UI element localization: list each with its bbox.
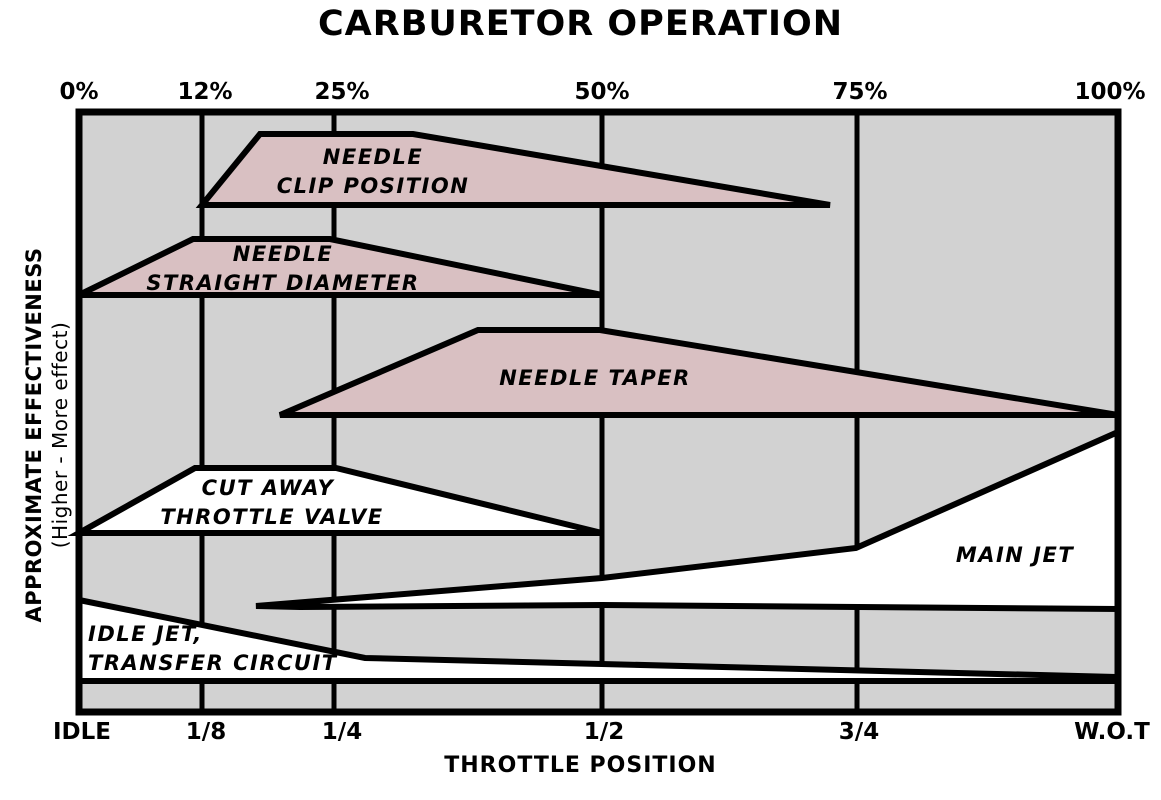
band-label-cut-away-throttle-valve-line2: THROTTLE VALVE [160, 505, 383, 529]
tick-bottom-1-4: 1/4 [321, 719, 363, 745]
tick-top-25: 25% [314, 79, 370, 105]
band-needle-straight-diameter: NEEDLE STRAIGHT DIAMETER [77, 236, 603, 298]
x-axis-title: THROTTLE POSITION [444, 753, 717, 778]
band-label-idle-jet-line1: IDLE JET, [88, 622, 203, 646]
band-cut-away-throttle-valve: CUT AWAY THROTTLE VALVE [67, 465, 603, 536]
band-needle-clip-position: NEEDLE CLIP POSITION [195, 131, 831, 208]
band-label-cut-away-throttle-valve-line1: CUT AWAY [202, 476, 335, 500]
band-label-idle-jet-line2: TRANSFER CIRCUIT [88, 651, 338, 675]
band-shape-needle-straight-diameter [77, 236, 603, 298]
band-label-needle-clip-position-line2: CLIP POSITION [277, 174, 470, 198]
tick-top-50: 50% [574, 79, 630, 105]
band-shape-needle-clip-position [195, 131, 831, 208]
page-title: CARBURETOR OPERATION [317, 4, 844, 44]
tick-bottom-1-2: 1/2 [583, 719, 625, 745]
tick-bottom-idle: IDLE [52, 719, 112, 745]
tick-bottom-3-4: 3/4 [838, 719, 880, 745]
band-label-needle-straight-diameter-line1: NEEDLE [233, 242, 333, 266]
tick-bottom-wot: W.O.T [1074, 719, 1150, 745]
band-label-main-jet: MAIN JET [956, 543, 1075, 567]
plot-frame [75, 108, 1122, 716]
band-shape-cut-away-throttle-valve [67, 465, 603, 536]
band-label-needle-clip-position-line1: NEEDLE [323, 145, 423, 169]
tick-top-75: 75% [832, 79, 888, 105]
band-shape-needle-taper [278, 327, 1119, 418]
band-label-needle-taper: NEEDLE TAPER [499, 366, 691, 390]
band-label-needle-straight-diameter-line2: STRAIGHT DIAMETER [146, 271, 419, 295]
tick-top-12: 12% [177, 79, 233, 105]
tick-top-0: 0% [59, 79, 99, 105]
tick-top-100: 100% [1074, 79, 1146, 105]
band-needle-taper: NEEDLE TAPER [278, 327, 1119, 418]
tick-bottom-1-8: 1/8 [185, 719, 227, 745]
